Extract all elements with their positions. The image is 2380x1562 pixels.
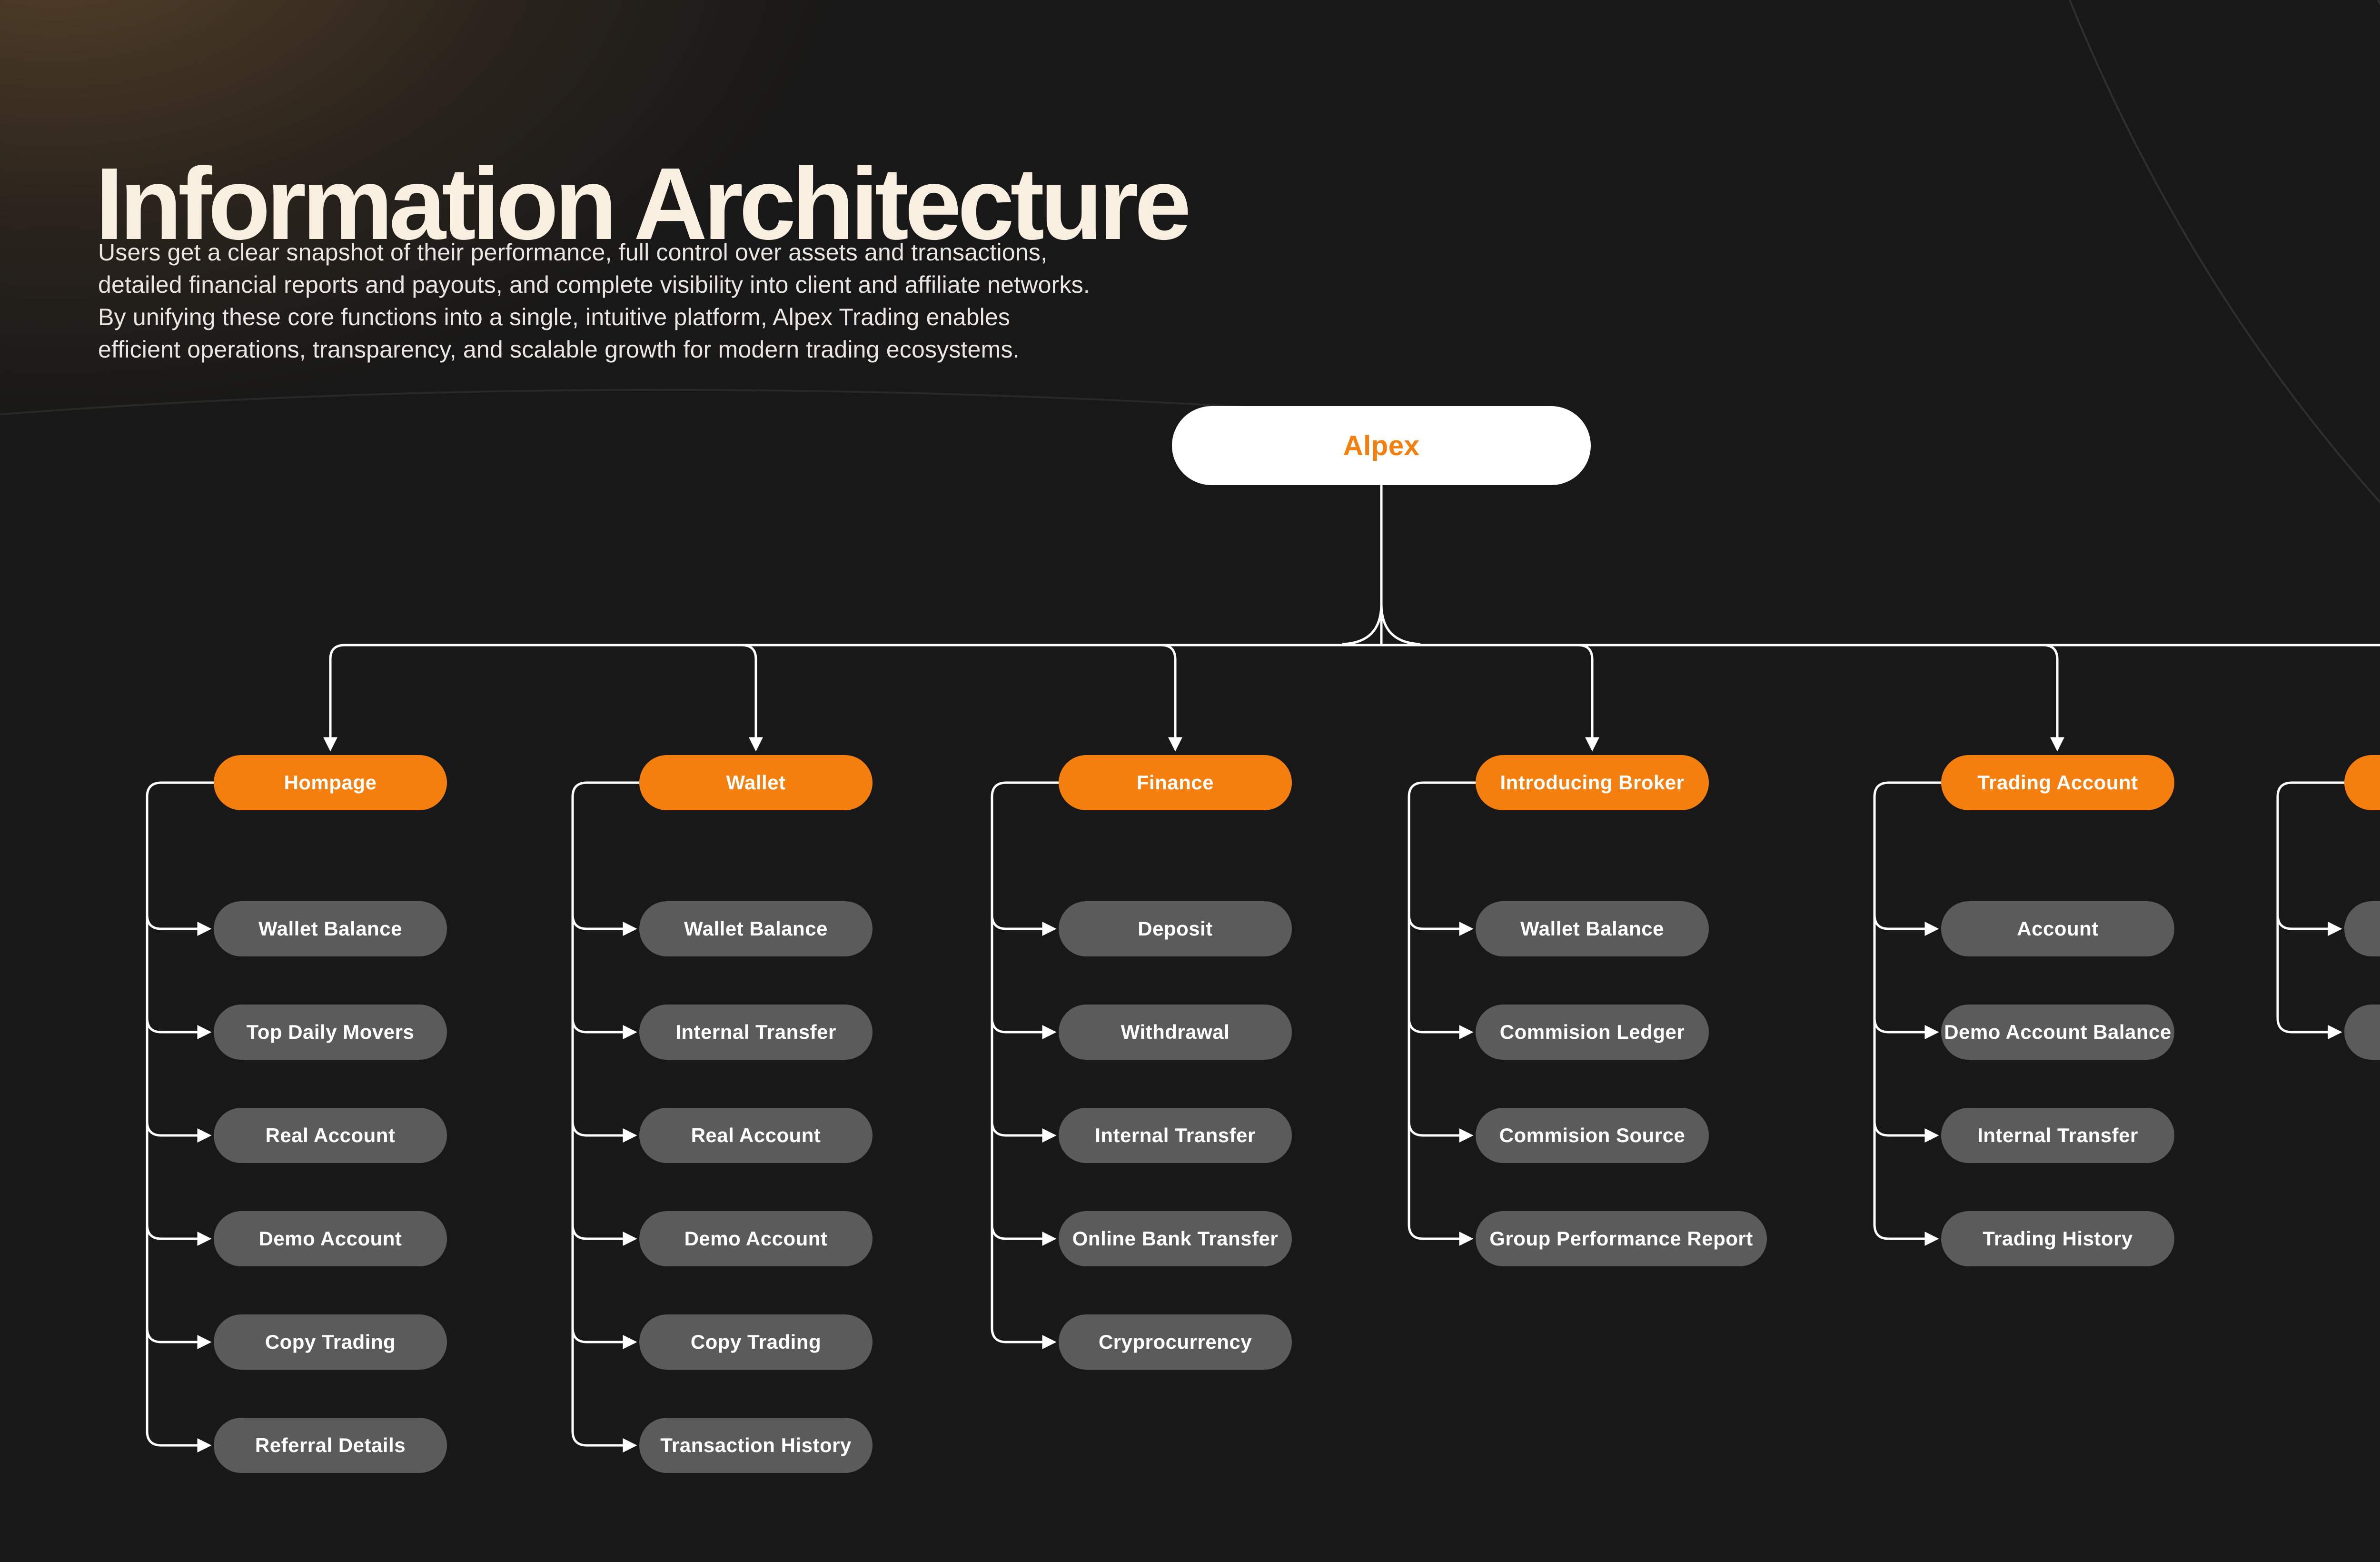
node-child-hompage-real-account: Real Account	[214, 1108, 447, 1163]
node-branch-finance: Finance	[1059, 755, 1292, 810]
branch-connectors-hompage	[146, 781, 217, 1453]
node-child-hompage-top-daily-movers: Top Daily Movers	[214, 1005, 447, 1060]
node-child-hompage-referral-details: Referral Details	[214, 1418, 447, 1473]
branch-connectors-wallet	[571, 781, 642, 1453]
branch-connectors-trading-account	[1873, 781, 1944, 1246]
node-child-hompage-wallet-balance: Wallet Balance	[214, 901, 447, 956]
node-child-ta-account: Account	[1941, 901, 2174, 956]
node-branch-hompage: Hompage	[214, 755, 447, 810]
node-child-finance-cryprocurrency: Cryprocurrency	[1059, 1314, 1292, 1370]
node-child-hompage-demo-account: Demo Account	[214, 1211, 447, 1266]
node-child-ib-commision-ledger: Commision Ledger	[1476, 1005, 1709, 1060]
node-child-finance-withdrawal: Withdrawal	[1059, 1005, 1292, 1060]
node-child-wallet-transaction-history: Transaction History	[639, 1418, 873, 1473]
page-description: Users get a clear snapshot of their perf…	[98, 239, 1090, 363]
node-child-ta-internal-transfer: Internal Transfer	[1941, 1108, 2174, 1163]
branch-connectors-introducing-broker	[1408, 781, 1478, 1246]
node-child-ib-wallet-balance: Wallet Balance	[1476, 901, 1709, 956]
node-branch-introducing-broker: Introducing Broker	[1476, 755, 1709, 810]
root-connectors	[323, 484, 2380, 752]
node-branch-trading-account: Trading Account	[1941, 755, 2174, 810]
node-child-ib-group-performance-report: Group Performance Report	[1476, 1211, 1767, 1266]
branch-connectors-team-tree	[2276, 781, 2347, 1039]
node-child-wallet-internal-transfer: Internal Transfer	[639, 1005, 873, 1060]
page-title: Information Architecture	[95, 146, 1191, 261]
node-branch-wallet: Wallet	[639, 755, 873, 810]
branch-connectors-finance	[991, 781, 1061, 1349]
node-child-finance-internal-transfer: Internal Transfer	[1059, 1108, 1292, 1163]
node-child-wallet-copy-trading: Copy Trading	[639, 1314, 873, 1370]
node-child-hompage-copy-trading: Copy Trading	[214, 1314, 447, 1370]
node-child-ib-commision-source: Commision Source	[1476, 1108, 1709, 1163]
node-child-wallet-demo-account: Demo Account	[639, 1211, 873, 1266]
node-child-ta-demo-account-balance: Demo Account Balance	[1941, 1005, 2174, 1060]
node-child-wallet-real-account: Real Account	[639, 1108, 873, 1163]
node-child-wallet-wallet-balance: Wallet Balance	[639, 901, 873, 956]
node-child-finance-online-bank-transfer: Online Bank Transfer	[1059, 1211, 1292, 1266]
node-child-ta-trading-history: Trading History	[1941, 1211, 2174, 1266]
node-root-alpex: Alpex	[1172, 406, 1591, 485]
node-child-finance-deposit: Deposit	[1059, 901, 1292, 956]
